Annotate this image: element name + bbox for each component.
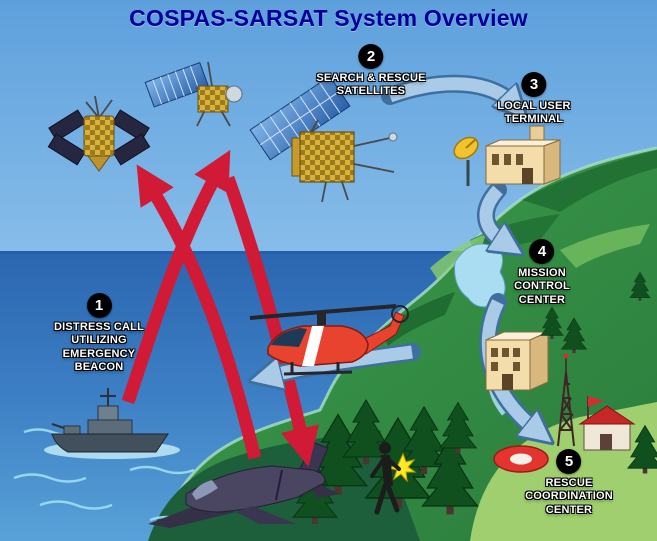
arrow-satellite-to-lut — [381, 74, 512, 103]
radio-tower-icon — [557, 353, 575, 447]
rescue-coordination-station — [578, 396, 636, 451]
arrow-signal-downlink — [221, 175, 320, 467]
distress-signal-arrows — [121, 149, 320, 467]
step-5-label: RESCUE COORDINATION CENTER — [525, 477, 613, 516]
step-4-badge: 4 — [529, 239, 555, 264]
arrow-lut-to-mcc — [479, 185, 505, 243]
step-2-badge: 2 — [358, 44, 384, 69]
sarsat-satellite-icon — [144, 61, 243, 127]
step-3-badge: 3 — [521, 72, 547, 97]
step-1-distress-call: 1 DISTRESS CALL UTILIZING EMERGENCY BEAC… — [54, 293, 144, 375]
arrow-crash-to-satellite — [136, 164, 262, 460]
survivor-with-beacon-icon — [370, 442, 417, 515]
step-5-rescue-coordination-center: 5 RESCUE COORDINATION CENTER — [525, 449, 613, 517]
geo-search-rescue-satellite-icon — [249, 75, 398, 203]
coast-guard-helicopter-icon — [249, 304, 409, 376]
horizon-line — [0, 251, 460, 254]
step-1-badge: 1 — [86, 293, 112, 318]
diagram-title: COSPAS-SARSAT System Overview — [129, 5, 528, 31]
step-3-local-user-terminal: 3 LOCAL USER TERMINAL — [497, 72, 570, 127]
step-2-sar-satellites: 2 SEARCH & RESCUE SATELLITES — [316, 44, 425, 99]
step-5-badge: 5 — [556, 449, 582, 474]
step-3-label: LOCAL USER TERMINAL — [497, 100, 571, 126]
cospas-satellite-icon — [47, 95, 151, 172]
step-4-mission-control-center: 4 MISSION CONTROL CENTER — [514, 239, 570, 307]
navy-ship-icon — [44, 388, 180, 459]
rescue-site-marker — [493, 445, 549, 473]
step-2-label: SEARCH & RESCUE SATELLITES — [316, 72, 426, 98]
mission-control-building — [485, 331, 549, 391]
local-user-terminal-building — [485, 125, 561, 185]
arrow-ship-to-satellite — [121, 149, 231, 405]
step-1-label: DISTRESS CALL UTILIZING EMERGENCY BEACON — [54, 321, 144, 374]
step-4-label: MISSION CONTROL CENTER — [514, 267, 570, 306]
radar-dish-icon — [453, 136, 479, 186]
coastline — [160, 146, 657, 526]
